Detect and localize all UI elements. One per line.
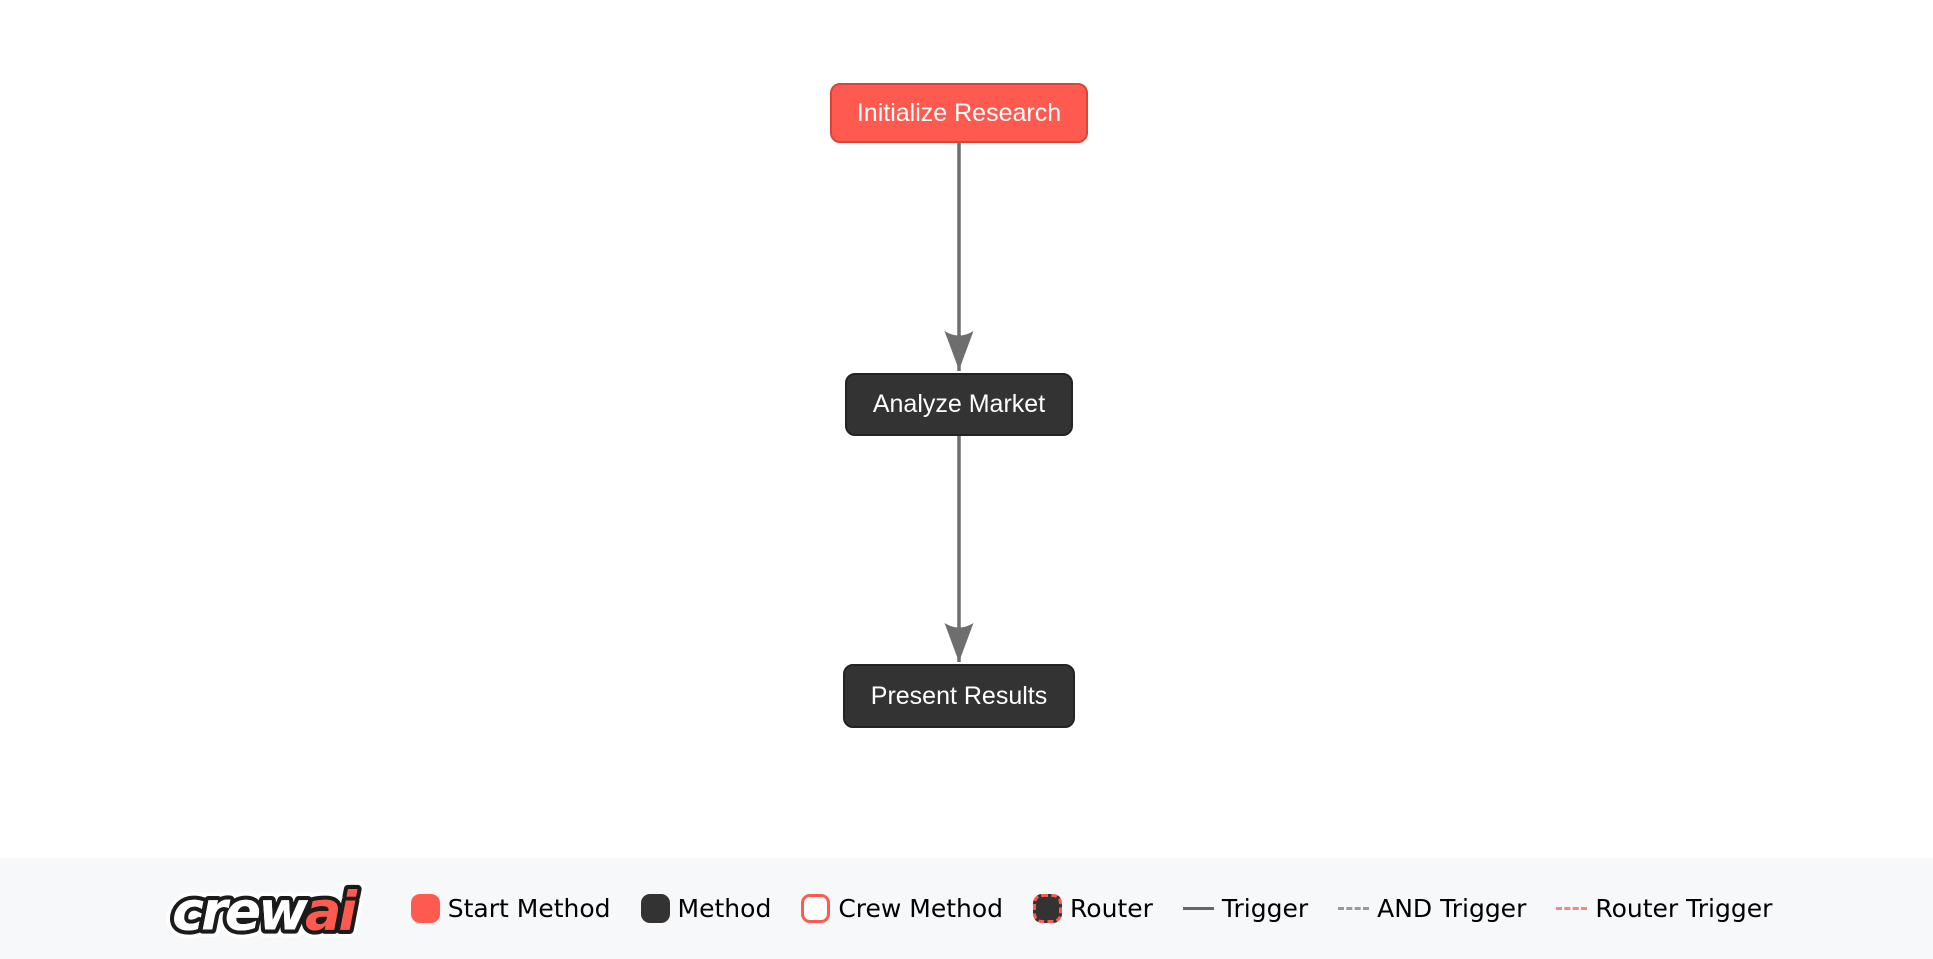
legend-label-router-trigger: Router Trigger xyxy=(1595,894,1773,923)
legend-label-method: Method xyxy=(677,894,772,923)
legend-item-method: Method xyxy=(640,894,772,923)
legend-item-router-trigger: Router Trigger xyxy=(1556,894,1772,923)
start-method-swatch-icon xyxy=(410,894,440,923)
method-swatch-icon xyxy=(640,894,670,923)
legend-item-crew-method: Crew Method xyxy=(801,894,1003,923)
crewai-logo: crewai crewai crewai xyxy=(161,876,381,950)
flow-node-present-results[interactable]: Present Results xyxy=(843,664,1075,728)
legend-item-trigger: Trigger xyxy=(1182,894,1309,923)
edge-arrowhead-2 xyxy=(944,623,974,662)
router-trigger-line-icon xyxy=(1556,907,1588,910)
router-swatch-icon xyxy=(1033,894,1063,923)
logo-text-ai-outline: ai xyxy=(305,879,357,942)
logo-text-crew: crew xyxy=(172,879,308,942)
legend-label-and-trigger: AND Trigger xyxy=(1377,894,1527,923)
legend-bar: crewai crewai crewai Start Method Method… xyxy=(0,858,1933,959)
edge-arrowhead-1 xyxy=(944,331,974,370)
flow-node-analyze-market[interactable]: Analyze Market xyxy=(845,373,1073,436)
legend-item-router: Router xyxy=(1033,894,1153,923)
legend-item-and-trigger: AND Trigger xyxy=(1338,894,1526,923)
crew-method-swatch-icon xyxy=(801,894,831,923)
logo-text-crew-halo: crew xyxy=(172,879,308,942)
legend-label-router: Router xyxy=(1070,894,1153,923)
svg-text:crewai: crewai xyxy=(172,879,357,942)
legend-label-start-method: Start Method xyxy=(447,894,611,923)
legend-label-crew-method: Crew Method xyxy=(838,894,1004,923)
svg-text:crewai: crewai xyxy=(172,879,357,942)
flow-node-initialize-research[interactable]: Initialize Research xyxy=(830,83,1088,143)
trigger-line-icon xyxy=(1182,907,1214,910)
and-trigger-line-icon xyxy=(1338,907,1370,910)
legend-label-trigger: Trigger xyxy=(1221,894,1309,923)
logo-text-crew-outline: crew xyxy=(172,879,308,942)
logo-text-ai: ai xyxy=(305,879,357,942)
crewai-logo-svg: crewai crewai crewai xyxy=(164,876,368,950)
legend-item-start-method: Start Method xyxy=(410,894,611,923)
